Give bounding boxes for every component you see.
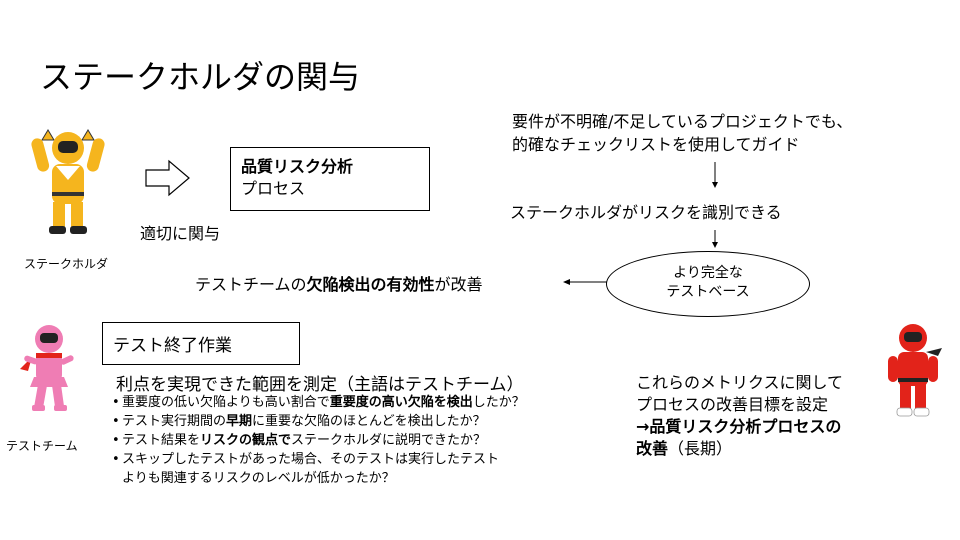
quality-risk-analysis-box: 品質リスク分析 プロセス — [230, 147, 430, 211]
slide-title: ステークホルダの関与 — [40, 58, 361, 96]
metrics-line2: プロセスの改善目標を設定 — [636, 395, 829, 414]
requirements-line1: 要件が不明確/不足しているプロジェクトでも、 — [512, 112, 853, 131]
stakeholder-caption: ステークホルダ — [24, 257, 109, 271]
benefit-bullet-list: 重要度の低い欠陥よりも高い割合で重要度の高い欠陥を検出したか？ テスト実行期間の… — [112, 393, 525, 488]
test-team-figure-icon — [20, 325, 74, 411]
metrics-line4-post: （長期） — [668, 439, 733, 458]
left-arrow-icon — [563, 279, 607, 285]
improve-bold: 欠陥検出の有効性 — [306, 275, 435, 294]
bullet-item: テスト実行期間の早期に重要な欠陥のほとんどを検出したか？ — [112, 412, 525, 431]
requirements-line2: 的確なチェックリストを使用してガイド — [512, 135, 800, 154]
bullet3-bold: リスクの観点で — [200, 433, 292, 448]
bullet3-pre: テスト結果を — [122, 433, 201, 448]
red-figure-icon — [888, 324, 942, 417]
bullet4-line2: よりも関連するリスクのレベルが低かったか？ — [122, 471, 395, 486]
bullet3-post: ステークホルダに説明できたか？ — [291, 433, 487, 448]
bullet-item: 重要度の低い欠陥よりも高い割合で重要度の高い欠陥を検出したか？ — [112, 393, 525, 412]
bullet2-pre: テスト実行期間の — [122, 414, 227, 429]
bullet2-bold: 早期 — [226, 414, 253, 429]
ellipse-line1: より完全な — [673, 265, 743, 281]
defect-detection-improve-text: テストチームの欠陥検出の有効性が改善 — [195, 271, 483, 295]
bullet1-bold: 重要度の高い欠陥を検出 — [329, 395, 473, 410]
test-team-caption: テストチーム — [6, 439, 78, 453]
identify-risk-text: ステークホルダがリスクを識別できる — [510, 203, 782, 222]
bullet2-post: に重要な欠陥のほとんどを検出したか？ — [252, 414, 486, 429]
metrics-line1: これらのメトリクスに関して — [636, 373, 844, 392]
benefit-heading: 利点を実現できた範囲を測定（主語はテストチーム） — [116, 375, 524, 395]
quality-box-line1: 品質リスク分析 — [241, 157, 354, 176]
bullet-item: テスト結果をリスクの観点でステークホルダに説明できたか？ — [112, 431, 525, 450]
quality-box-line2: プロセス — [241, 179, 306, 198]
bullet1-post: したか？ — [472, 395, 525, 410]
hollow-right-arrow-icon — [145, 159, 190, 197]
improve-post: が改善 — [434, 275, 483, 294]
metrics-line4: 改善（長期） — [636, 438, 843, 460]
bullet1-pre: 重要度の低い欠陥よりも高い割合で — [122, 395, 330, 410]
down-arrows-icon — [712, 162, 718, 248]
improve-pre: テストチームの — [195, 275, 307, 294]
metrics-line3: →品質リスク分析プロセスの — [636, 417, 842, 436]
ellipse-line2: テストベース — [666, 284, 750, 300]
bullet4-line1: スキップしたテストがあった場合、そのテストは実行したテスト — [122, 452, 500, 467]
stakeholder-figure-icon — [31, 129, 105, 234]
metrics-line4-bold: 改善 — [636, 439, 669, 458]
requirements-text: 要件が不明確/不足しているプロジェクトでも、 的確なチェックリストを使用してガイ… — [512, 110, 852, 156]
metrics-text: これらのメトリクスに関して プロセスの改善目標を設定 →品質リスク分析プロセスの… — [636, 372, 843, 460]
bullet-item: スキップしたテストがあった場合、そのテストは実行したテストよりも関連するリスクの… — [112, 450, 525, 488]
test-closure-box: テスト終了作業 — [102, 322, 300, 365]
engage-label: 適切に関与 — [140, 224, 221, 243]
complete-test-basis-ellipse: より完全な テストベース — [606, 251, 810, 317]
